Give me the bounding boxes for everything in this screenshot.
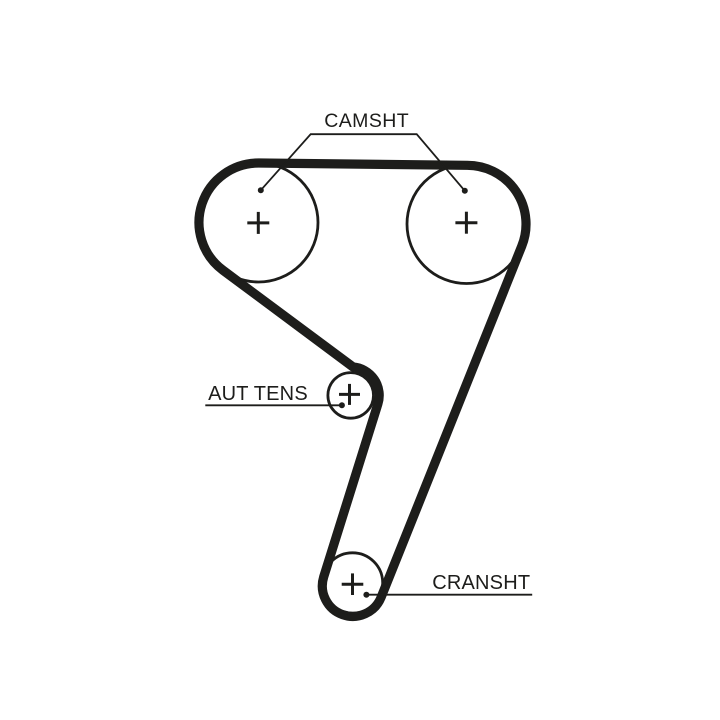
svg-text:CAMSHT: CAMSHT (324, 110, 409, 132)
svg-text:CRANSHT: CRANSHT (432, 572, 530, 594)
svg-text:AUT TENS: AUT TENS (208, 383, 308, 405)
